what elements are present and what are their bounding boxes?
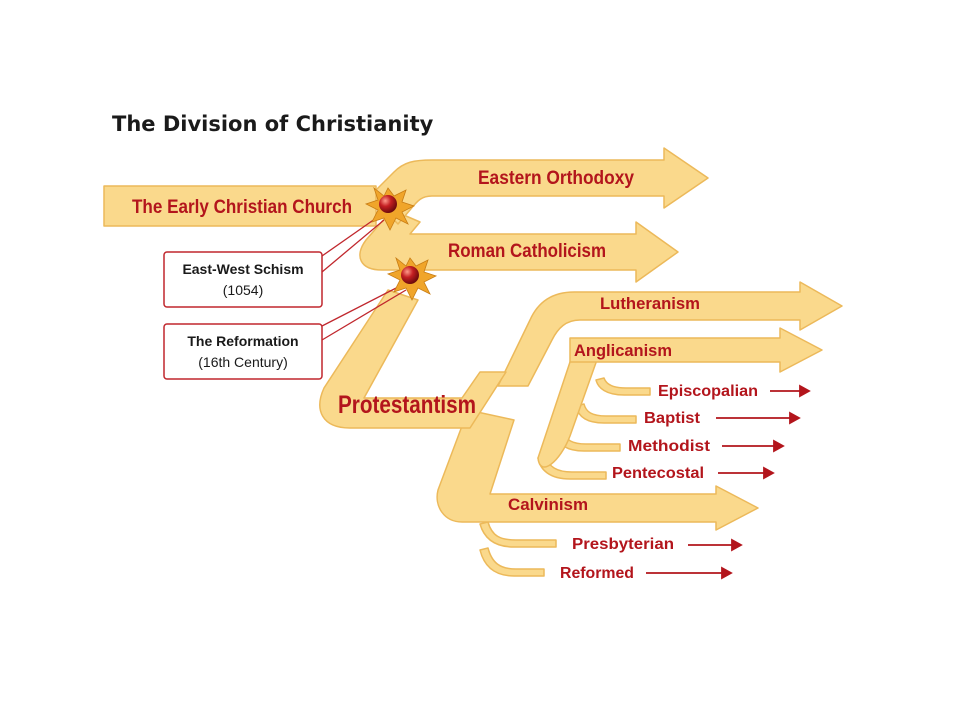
label-pentecostal: Pentecostal [612, 465, 704, 482]
schism-callout: East-West Schism (1054) [163, 251, 323, 308]
reformation-leader-bottom [321, 289, 407, 341]
label-roman-catholicism: Roman Catholicism [448, 241, 606, 262]
diagram-title: The Division of Christianity [112, 112, 434, 136]
roman-catholicism-band [359, 209, 679, 283]
schism-callout-box [163, 251, 323, 308]
presbyterian-arrow-head [731, 538, 743, 552]
label-early-church: The Early Christian Church [132, 197, 352, 218]
protestantism-band [319, 289, 507, 429]
reformation-marker [386, 256, 438, 301]
label-protestantism: Protestantism [338, 391, 476, 419]
presbyterian-band [479, 521, 557, 548]
reformed-band [479, 547, 545, 577]
label-calvinism: Calvinism [508, 495, 588, 514]
anglicanism-arrow [569, 327, 823, 373]
leader-lines [321, 213, 407, 341]
eastern-orthodoxy-band [369, 147, 709, 225]
schism-callout-name: East-West Schism [182, 261, 303, 277]
reformation-leader-top [321, 283, 405, 327]
calvinism-band [436, 409, 759, 531]
label-reformed: Reformed [560, 565, 634, 582]
reformation-callout-name: The Reformation [187, 333, 298, 349]
label-methodist: Methodist [628, 438, 711, 455]
label-lutheranism: Lutheranism [600, 294, 700, 313]
label-baptist: Baptist [644, 410, 701, 427]
pentecostal-arrow-head [763, 466, 775, 480]
label-episcopalian: Episcopalian [658, 383, 758, 400]
label-layer: The Early Christian Church Eastern Ortho… [132, 168, 758, 582]
lutheranism-band [497, 281, 843, 387]
reformation-callout: The Reformation (16th Century) [163, 323, 323, 380]
episcopalian-band [595, 377, 651, 396]
schism-ball-icon [379, 195, 397, 213]
band-layer [103, 147, 843, 577]
baptist-arrow-head [789, 411, 801, 425]
reformation-callout-date: (16th Century) [198, 354, 287, 370]
episcopalian-arrow-head [799, 384, 811, 398]
label-anglicanism: Anglicanism [574, 341, 672, 360]
schism-leader-bottom [321, 219, 385, 273]
label-eastern-orthodoxy: Eastern Orthodoxy [478, 168, 634, 189]
baptist-band [575, 403, 637, 424]
reformed-arrow-head [721, 566, 733, 580]
small-arrow-layer [646, 384, 811, 580]
reformation-callout-box [163, 323, 323, 380]
schism-leader-top [321, 213, 383, 257]
methodist-arrow-head [773, 439, 785, 453]
reformation-ball-icon [401, 266, 419, 284]
schism-callout-date: (1054) [223, 282, 263, 298]
label-presbyterian: Presbyterian [572, 536, 674, 553]
schism-marker [364, 186, 416, 231]
